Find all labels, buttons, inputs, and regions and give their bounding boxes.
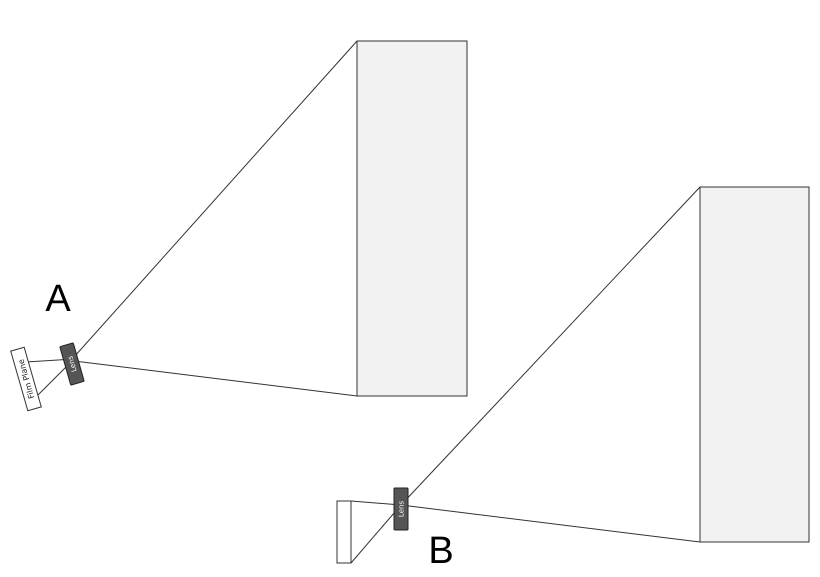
ray-bottom-a <box>73 360 358 397</box>
ray-top-a <box>73 40 358 358</box>
lens-a: Lens <box>59 342 85 386</box>
subject-rect-a <box>356 40 468 397</box>
film-plane-b <box>336 500 352 564</box>
diagram-b: Lens B <box>336 186 810 572</box>
lens-label-b: Lens <box>398 501 406 518</box>
diagram-label-b: B <box>428 530 453 572</box>
subject-rect-b <box>699 186 810 543</box>
diagram-label-a: A <box>45 278 71 320</box>
diagram-a: Film Plane Lens A <box>10 40 468 412</box>
film-ray-top-b <box>350 500 402 506</box>
ray-bottom-b <box>400 504 701 543</box>
lens-b: Lens <box>393 487 409 531</box>
ray-top-b <box>400 186 701 506</box>
film-ray-bottom-b <box>350 504 402 564</box>
film-plane-a: Film Plane <box>10 346 42 412</box>
